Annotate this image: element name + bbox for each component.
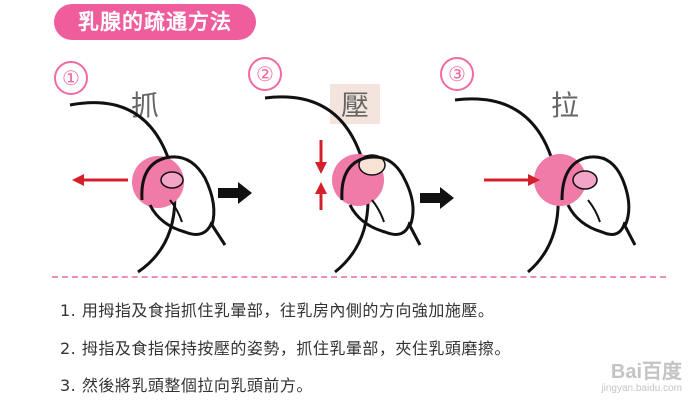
hand-outline bbox=[140, 155, 227, 246]
technique-illustrations bbox=[69, 95, 637, 274]
nipple bbox=[358, 154, 386, 176]
pull-inward-arrow-head bbox=[72, 174, 84, 186]
fingers-outline bbox=[148, 204, 214, 236]
nipple bbox=[572, 170, 598, 190]
finger-crease bbox=[587, 199, 601, 223]
step-2-number: ② bbox=[248, 57, 282, 91]
panel-pull-illustration bbox=[454, 97, 637, 274]
step-1-label: 抓 bbox=[130, 89, 159, 122]
step-1-number: ① bbox=[54, 61, 88, 95]
finger-crease bbox=[371, 199, 385, 223]
hand-outline bbox=[560, 155, 637, 246]
panel-press-illustration bbox=[264, 95, 422, 274]
fingers-outline bbox=[348, 204, 412, 236]
instruction-1: 1. 用拇指及食指抓住乳暈部，往乳房內側的方向強加施壓。 bbox=[60, 301, 495, 320]
instruction-2: 2. 拇指及食指保持按壓的姿勢，抓住乳暈部，夾住乳頭磨擦。 bbox=[60, 339, 511, 358]
pull-forward-arrow-head bbox=[528, 174, 540, 186]
section-divider bbox=[52, 276, 666, 278]
instruction-3: 3. 然後將乳頭整個拉向乳頭前方。 bbox=[60, 376, 313, 395]
next-arrow-1 bbox=[218, 182, 252, 204]
step-3-label: 拉 bbox=[550, 89, 579, 122]
panel-grab-illustration bbox=[69, 101, 227, 274]
watermark: Bai百度 jingyan.baidu.com bbox=[601, 361, 682, 394]
areola bbox=[132, 156, 184, 208]
watermark-url: jingyan.baidu.com bbox=[601, 383, 682, 394]
next-arrow-2 bbox=[420, 187, 454, 209]
hand-outline bbox=[340, 155, 422, 246]
watermark-logo-text: Bai百度 bbox=[610, 361, 682, 383]
press-up-arrow-head bbox=[315, 182, 327, 194]
press-down-arrow-head bbox=[315, 162, 327, 174]
step-3-number: ③ bbox=[440, 57, 474, 91]
fingers-outline bbox=[566, 204, 627, 236]
nipple bbox=[160, 171, 184, 189]
title-banner: 乳腺的疏通方法 bbox=[54, 4, 256, 40]
finger-crease bbox=[169, 199, 183, 223]
